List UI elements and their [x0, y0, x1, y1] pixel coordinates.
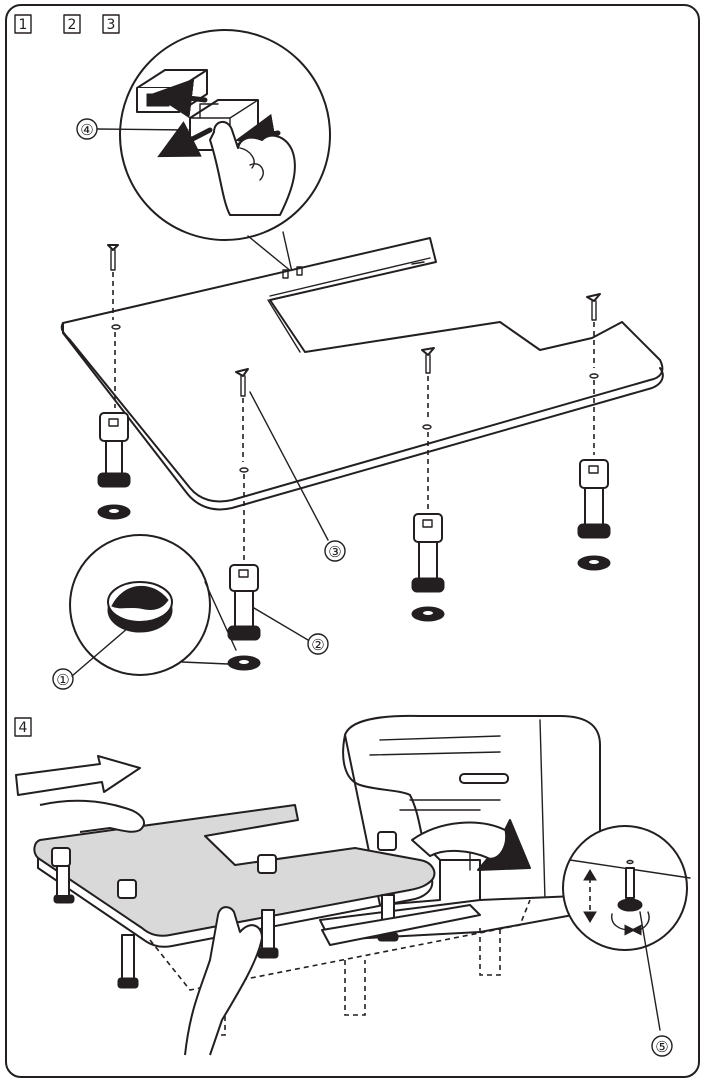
callout-2-label: ② [311, 636, 324, 654]
step-box-4: 4 [14, 717, 32, 737]
extension-table-installed [33, 804, 481, 989]
up-down-arrow-icon [583, 869, 597, 923]
callout-4: ④ [76, 118, 189, 140]
callout-4-label: ④ [80, 121, 93, 139]
screw-icon [586, 293, 601, 379]
leg [51, 847, 75, 904]
screw-icon [235, 368, 249, 473]
callout-1-label: ① [56, 671, 69, 689]
callout-2: ② [253, 607, 329, 655]
leg [577, 380, 611, 571]
leg [117, 879, 139, 989]
pad-magnifier [69, 534, 237, 676]
leg [227, 474, 261, 671]
step-label-3: 3 [107, 17, 116, 33]
screw-icon [107, 244, 121, 330]
step-label-1: 1 [19, 17, 28, 33]
legs [97, 332, 611, 671]
callout-5-label: ⑤ [655, 1038, 668, 1056]
step-boxes-top: 1 2 3 [14, 14, 120, 34]
hands [39, 799, 263, 1056]
leg [257, 854, 279, 959]
leg [411, 432, 445, 622]
callout-1: ① [52, 627, 129, 690]
arrow-right-icon [15, 755, 141, 796]
curved-arrow-icon [411, 818, 531, 871]
diagram-frame [5, 4, 700, 1078]
step-label-2: 2 [68, 17, 77, 33]
callout-3: ③ [249, 391, 346, 562]
screws [107, 244, 601, 473]
rotate-icon [611, 911, 650, 936]
callout-5: ⑤ [651, 1035, 673, 1057]
clip-magnifier [119, 29, 331, 273]
step-label-4: 4 [19, 720, 28, 736]
callout-3-label: ③ [328, 543, 341, 561]
screw-icon [421, 347, 435, 430]
leg [97, 332, 131, 520]
adjuster-magnifier [562, 825, 691, 1031]
extension-table [60, 237, 664, 511]
